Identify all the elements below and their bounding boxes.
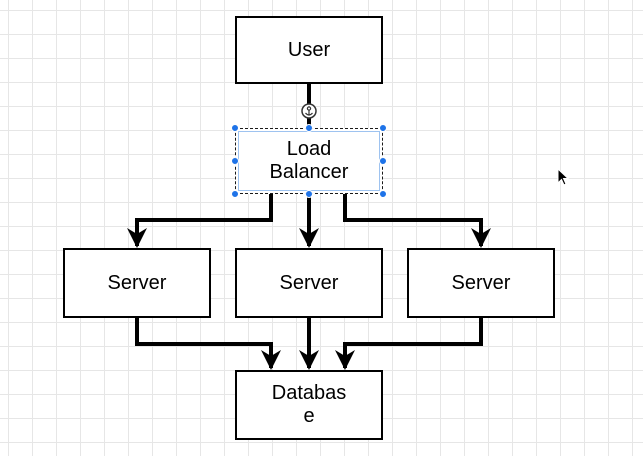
edge-lb-to-server-1[interactable] xyxy=(127,194,273,248)
resize-handle-bottom-right[interactable] xyxy=(379,190,387,198)
load-balancer-node[interactable]: Load Balancer xyxy=(235,128,383,194)
anchor-icon[interactable] xyxy=(301,103,317,119)
load-balancer-node-label: Load Balancer xyxy=(269,138,349,183)
server-node-2-label: Server xyxy=(279,271,339,294)
server-node-1-label: Server xyxy=(107,271,167,294)
resize-handle-top[interactable] xyxy=(305,124,313,132)
resize-handle-top-right[interactable] xyxy=(379,124,387,132)
edge-lb-to-server-3[interactable] xyxy=(343,194,491,248)
server-node-1[interactable]: Server xyxy=(63,248,211,318)
resize-handle-top-left[interactable] xyxy=(231,124,239,132)
mouse-pointer-icon xyxy=(557,168,570,186)
server-node-3[interactable]: Server xyxy=(407,248,555,318)
user-node[interactable]: User xyxy=(235,16,383,84)
resize-handle-bottom-left[interactable] xyxy=(231,190,239,198)
edge-server-1-to-db[interactable] xyxy=(135,318,281,370)
server-node-3-label: Server xyxy=(451,271,511,294)
resize-handle-left[interactable] xyxy=(231,157,239,165)
resize-handle-bottom[interactable] xyxy=(305,190,313,198)
user-node-label: User xyxy=(287,38,331,61)
server-node-2[interactable]: Server xyxy=(235,248,383,318)
edge-server-3-to-db[interactable] xyxy=(335,318,483,370)
database-node[interactable]: Database xyxy=(235,370,383,440)
resize-handle-right[interactable] xyxy=(379,157,387,165)
database-node-label: Database xyxy=(271,382,347,427)
